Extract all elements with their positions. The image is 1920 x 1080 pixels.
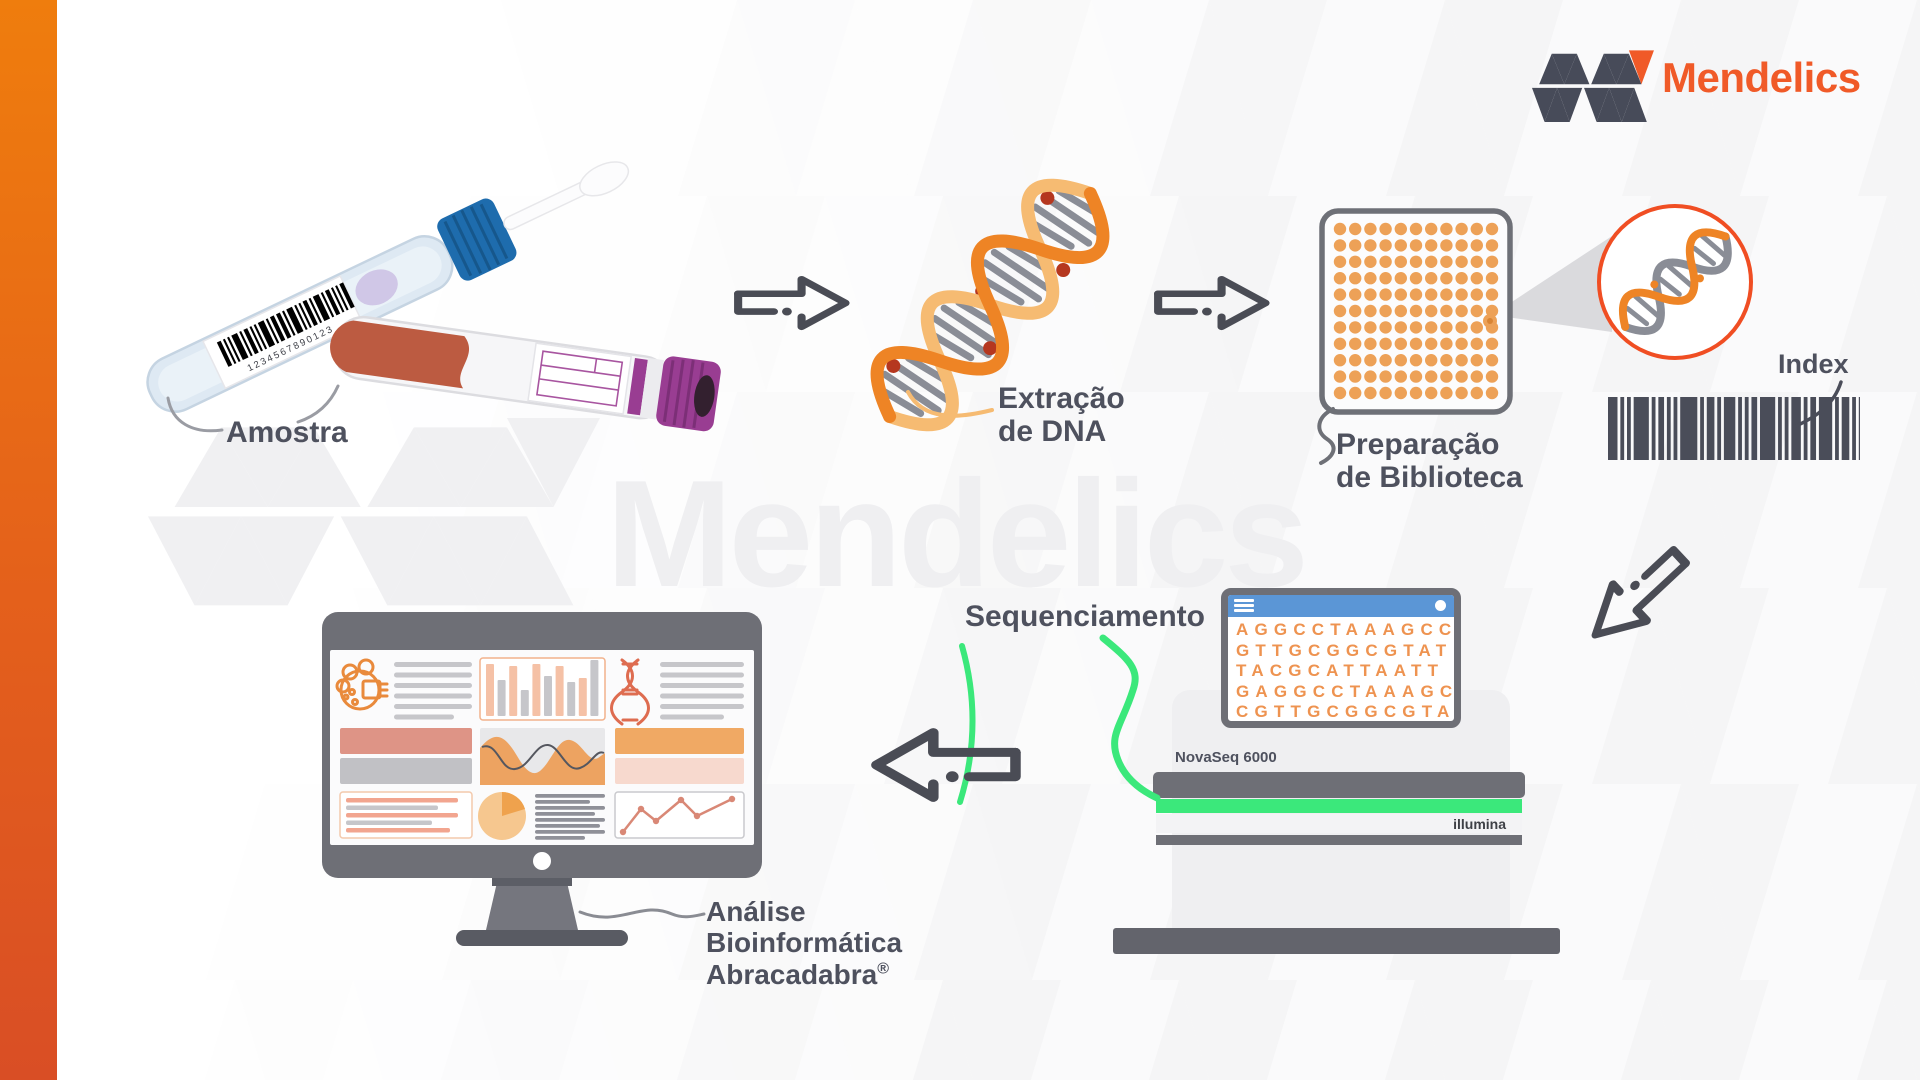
dashboard [335,657,745,840]
sample-label: Amostra [226,416,348,449]
sequencer-base [1113,928,1560,954]
text-lines [660,662,744,720]
read-line: TACGCATTAATT [1236,661,1445,680]
read-line: AGGCCTAAAGCC [1236,620,1458,639]
extraction-leader-line [906,390,994,418]
arrow-left-icon [868,720,1026,810]
magnified-dna-icon [1618,228,1732,335]
read-line: CGTTGCGGCGTA [1236,702,1456,721]
sequence-read-window: AGGCCTAAAGCC GTTGCGGCGTAT TACGCATTAATT G… [1221,588,1461,728]
arrow-down-left-icon [1567,525,1710,665]
sequencer-cable [957,634,1161,805]
sequencing-label: Sequenciamento [964,600,1205,633]
helix-strand-dark [870,187,1110,423]
sequencer-brand-strip: illumina [1156,814,1522,833]
dashboard-area-chart [480,728,605,785]
blood-tube-label-grid [536,350,624,407]
monitor-camera-dot [533,852,551,870]
well-plate-dots [1333,222,1499,400]
sample-illustration: 1234567890123 [146,161,721,433]
mendelics-logo-icon [1532,50,1654,124]
stat-block [340,758,472,784]
sequence-reads: AGGCCTAAAGCC GTTGCGGCGTAT TACGCATTAATT G… [1228,617,1459,721]
dashboard-list-panel [339,791,473,839]
sequencer-top-bar [1153,772,1525,798]
read-line: GTTGCGGCGTAT [1236,640,1453,660]
sequencer-status-light [1156,799,1522,813]
left-accent-bar [0,0,57,1080]
sample-leader-line-1 [166,396,224,433]
brain-chip-icon [335,658,389,711]
library-label: Preparação de Biblioteca [1336,428,1523,494]
stat-block [340,728,472,754]
magnifier-circle [1597,204,1753,360]
bar-chart-bars [486,660,599,716]
read-line: GAGGCCTAAAGC [1236,681,1459,701]
blood-tube [330,315,721,432]
menu-icon[interactable] [1234,599,1254,613]
blood-fill [330,320,470,389]
window-button-icon[interactable] [1435,600,1446,611]
swab-barcode [216,282,355,367]
dashboard-dna-icon [610,658,650,726]
index-barcode [1608,397,1860,460]
dashboard-line-chart [614,791,745,839]
monitor-screen [330,650,754,845]
dashboard-pie-chart [478,792,526,840]
extraction-label: Extração de DNA [998,382,1125,448]
illumina-brand-label: illumina [1453,815,1506,832]
arrow-right-icon [1150,270,1272,336]
text-lines [535,794,605,840]
dna-helix-illustration [870,178,1110,432]
monitor-stand [456,878,706,946]
analysis-leader-line [578,908,706,919]
sequencer-divider-bar [1156,835,1522,845]
window-title-bar [1228,595,1454,617]
registered-mark: ® [877,960,889,978]
analysis-label: Análise Bioinformática Abracadabra® [706,896,903,990]
stat-block [615,758,744,784]
library-prep-illustration [1317,204,1860,465]
line-chart-series [619,795,736,836]
sample-leader-line-2 [296,384,340,424]
magnifier-beam [1492,236,1612,332]
index-leader-line [1794,380,1843,428]
sequencer-model-label: NovaSeq 6000 [1175,749,1277,766]
index-label: Index [1778,349,1849,379]
swab-tip [579,161,630,197]
stat-block [615,728,744,754]
text-lines [394,662,472,720]
library-leader-squiggle [1317,407,1336,465]
watermark-text: Mendelics [606,449,1309,619]
mendelics-logo-text: Mendelics [1662,54,1861,101]
